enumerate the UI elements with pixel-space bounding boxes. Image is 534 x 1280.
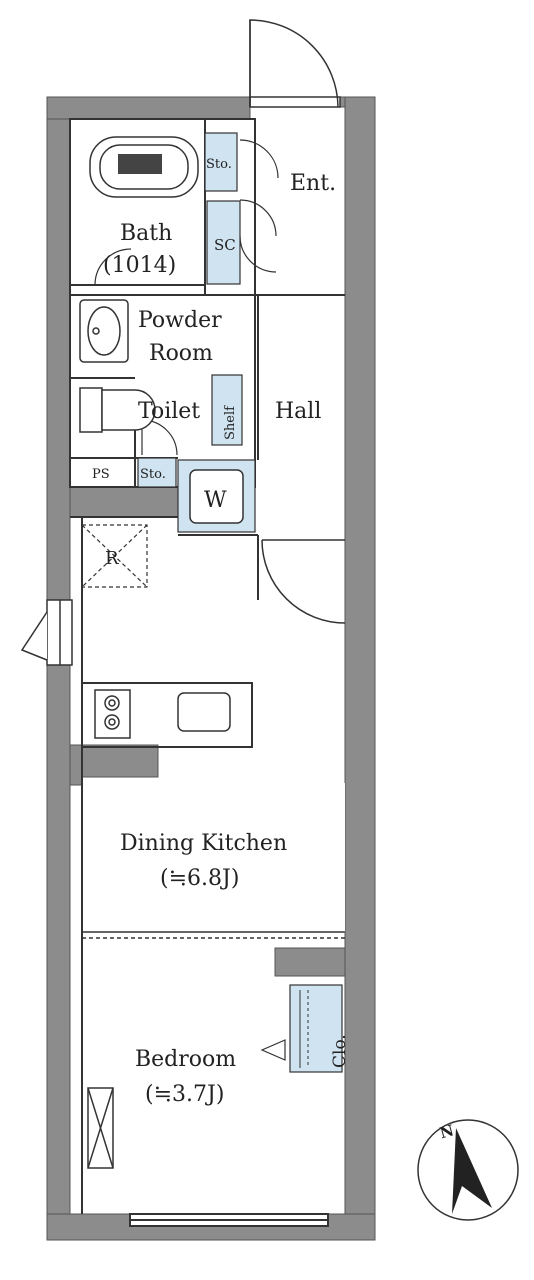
kitchen-counter-wall-b — [69, 744, 83, 786]
interior-spaces — [82, 783, 345, 933]
shoe-closet-doors — [239, 139, 279, 273]
toilet-fixture — [79, 387, 156, 433]
refrigerator-space — [81, 524, 148, 588]
right-wall — [344, 96, 376, 1241]
storage-bottom — [137, 457, 177, 488]
label-shoe-closet: SC — [214, 236, 236, 254]
label-powder-room-1: Powder — [138, 308, 222, 333]
label-washer: W — [204, 488, 227, 513]
washer-pan — [189, 469, 244, 524]
label-refrigerator: R — [105, 548, 119, 569]
label-pipe-space: PS — [92, 467, 110, 482]
label-toilet: Toilet — [138, 399, 200, 424]
air-conditioner-box — [87, 1087, 114, 1169]
label-dining-kitchen-size: (≒6.8J) — [160, 866, 239, 891]
label-storage-top: Sto. — [206, 157, 232, 172]
shelf — [211, 374, 243, 446]
label-bedroom: Bedroom — [135, 1047, 236, 1072]
shoe-closet — [206, 200, 241, 285]
front-door — [249, 19, 341, 108]
label-bedroom-size: (≒3.7J) — [145, 1082, 224, 1107]
side-window — [20, 599, 73, 666]
label-closet: Clo. — [330, 1034, 350, 1068]
top-wall-left — [46, 96, 251, 120]
label-powder-room-2: Room — [149, 341, 213, 366]
kitchen-counter-wall — [69, 744, 159, 778]
label-shelf: Shelf — [223, 405, 238, 440]
label-hall: Hall — [275, 399, 321, 424]
washbasin — [79, 299, 129, 363]
bedroom-outlet-marker — [260, 1039, 286, 1061]
label-entrance: Ent. — [290, 171, 336, 196]
compass-north-label: N — [438, 1121, 456, 1142]
left-wall-upper — [46, 96, 71, 601]
label-storage-bottom: Sto. — [140, 467, 166, 482]
label-dining-kitchen: Dining Kitchen — [120, 831, 287, 856]
bath-door — [94, 248, 132, 286]
stove — [94, 689, 131, 739]
bath-drain — [118, 154, 162, 174]
label-bath: Bath — [120, 221, 172, 246]
labels: Ent. Sto. SC Bath (1014) Powder Room Toi… — [92, 157, 350, 1107]
kitchen-counter — [81, 682, 253, 748]
compass: N — [417, 1119, 519, 1221]
compass-needle — [452, 1128, 492, 1214]
living-door — [261, 539, 346, 624]
kitchen-sink — [177, 692, 231, 732]
wetblock-bottom-wall — [69, 486, 179, 518]
storage-top — [204, 132, 238, 192]
closet — [289, 984, 343, 1073]
closet-hanger — [299, 990, 309, 1068]
label-bath-size: (1014) — [103, 253, 176, 278]
closet-wall — [274, 947, 346, 977]
left-wall-lower — [46, 664, 71, 1241]
